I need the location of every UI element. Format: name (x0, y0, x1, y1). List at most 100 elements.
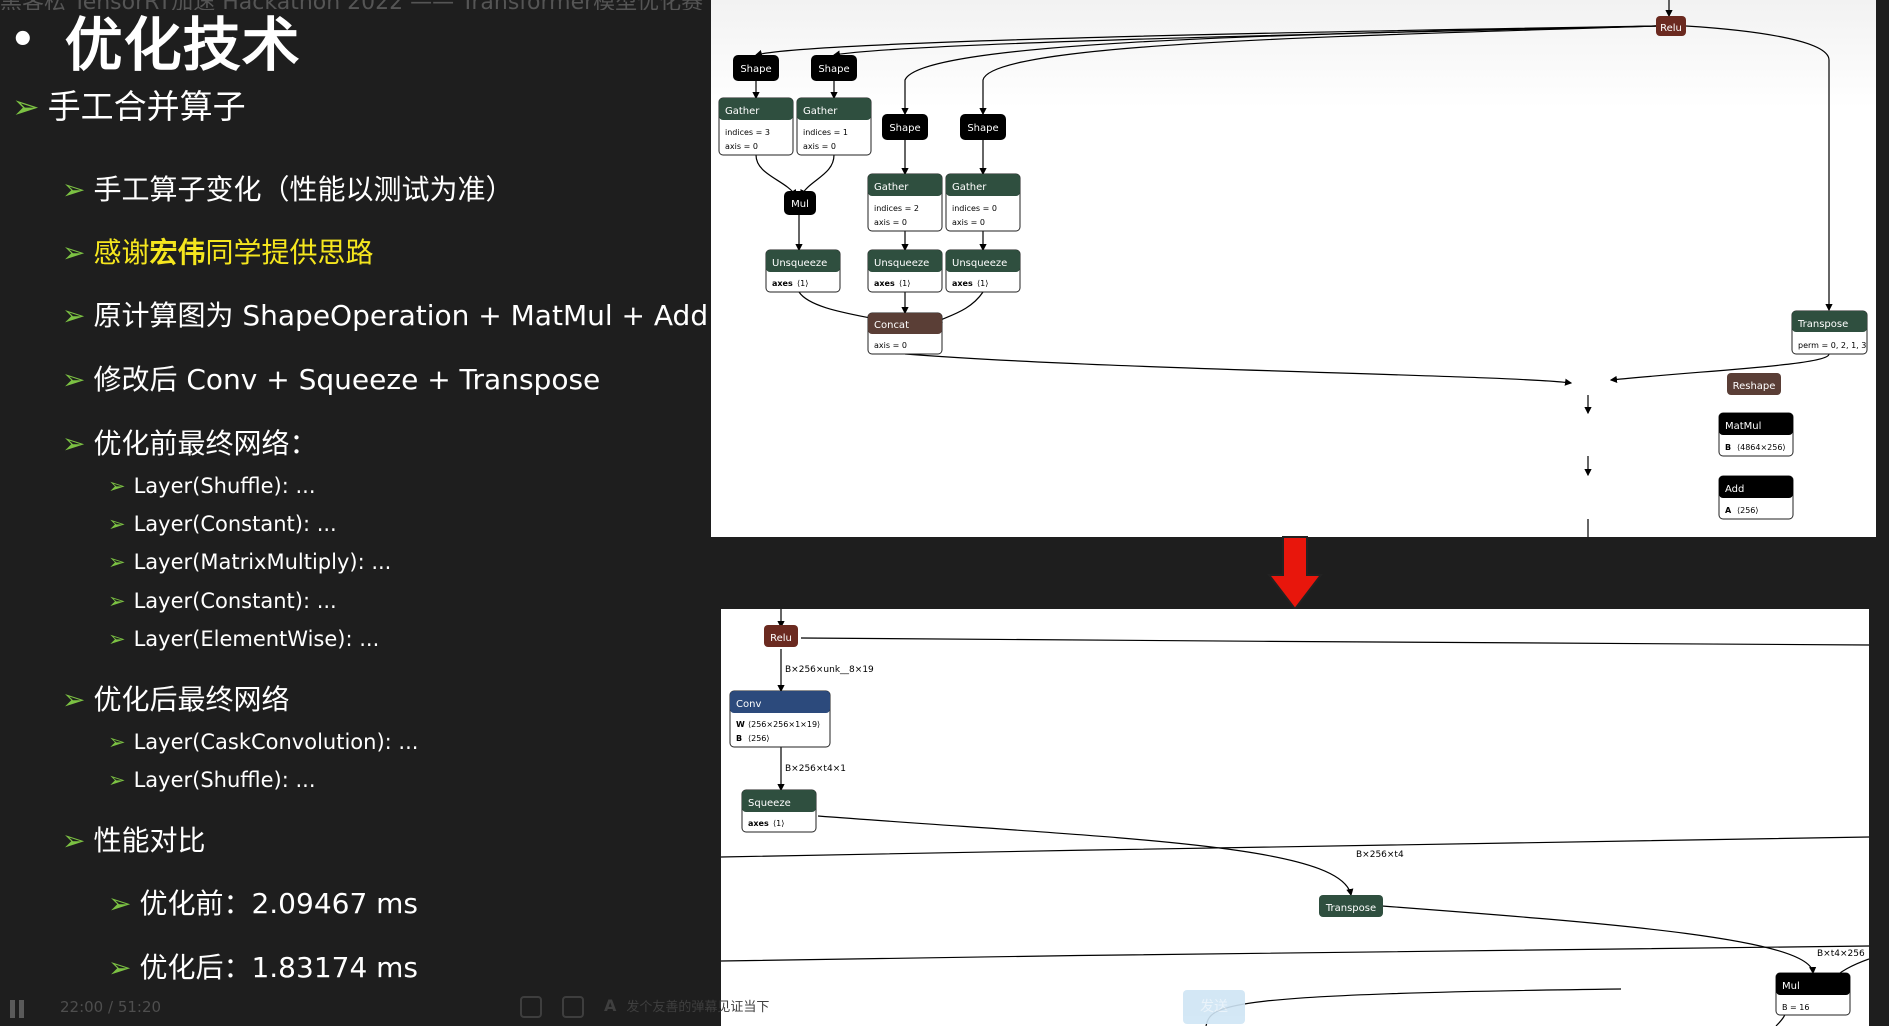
node-add: Add A ⟨256⟩ (1718, 475, 1794, 520)
svg-text:axes: axes (874, 279, 895, 288)
arrow-bullet-icon: ➢ (108, 589, 126, 613)
bullet-manual-fuse: ➢手工合并算子 (12, 87, 246, 126)
svg-text:Reshape: Reshape (1733, 381, 1776, 392)
node-mul: Mul B = 16 (1775, 972, 1851, 1016)
edge-label: B×256×t4×1 (785, 764, 846, 774)
title-text: 优化技术 (64, 11, 301, 79)
layer-item: ➢Layer(CaskConvolution): ... (108, 730, 419, 754)
svg-text:indices = 2: indices = 2 (874, 204, 919, 213)
svg-text:perm = 0, 2, 1, 3: perm = 0, 2, 1, 3 (1798, 341, 1866, 350)
svg-text:⟨1⟩: ⟨1⟩ (797, 279, 808, 288)
svg-text:⟨256⟩: ⟨256⟩ (748, 734, 770, 743)
svg-text:Mul: Mul (1782, 981, 1800, 992)
arrow-bullet-icon: ➢ (62, 173, 86, 206)
arrow-bullet-icon: ➢ (108, 730, 126, 754)
bullet-original-graph: ➢原计算图为 ShapeOperation + MatMul + Add (62, 299, 709, 332)
graph-after-screenshot: Relu B×256×unk__8×19 Conv W ⟨256×256×1×1… (721, 609, 1869, 1026)
svg-text:A: A (1725, 506, 1732, 515)
node-unsqueeze: Unsqueeze axes ⟨1⟩ (867, 249, 943, 293)
svg-text:Shape: Shape (740, 64, 771, 75)
pause-button[interactable] (10, 1000, 28, 1018)
svg-text:Shape: Shape (818, 64, 849, 75)
svg-text:axis = 0: axis = 0 (952, 218, 985, 227)
bullet-manual-change: ➢手工算子变化（性能以测试为准） (62, 173, 514, 206)
layer-item: ➢Layer(ElementWise): ... (108, 627, 380, 651)
svg-text:Gather: Gather (725, 106, 760, 117)
svg-text:indices = 3: indices = 3 (725, 128, 770, 137)
node-gather: Gather indices = 0 axis = 0 (945, 173, 1021, 232)
arrow-bullet-icon: ➢ (62, 363, 86, 396)
arrow-bullet-icon: ➢ (108, 474, 126, 498)
svg-text:Shape: Shape (967, 123, 998, 134)
danmaku-toggle-icon[interactable] (520, 996, 542, 1018)
node-concat: Concat axis = 0 (867, 312, 943, 355)
node-shape (882, 114, 928, 140)
arrow-bullet-icon: ➢ (62, 683, 86, 716)
graph-before-svg: Relu Shape Shape Shape Shape Gather indi… (718, 0, 1868, 537)
danmaku-settings-icon[interactable] (562, 996, 584, 1018)
arrow-bullet-icon: ➢ (108, 887, 132, 920)
node-relu (764, 625, 798, 647)
red-down-arrow-icon (1265, 535, 1325, 617)
node-transpose: Transpose perm = 0, 2, 1, 3 (1791, 310, 1868, 355)
font-style-icon[interactable]: A (604, 996, 617, 1015)
node-conv: Conv W ⟨256×256×1×19⟩ B ⟨256⟩ (729, 690, 831, 748)
svg-text:Unsqueeze: Unsqueeze (772, 258, 827, 269)
node-unsqueeze: Unsqueeze axes ⟨1⟩ (765, 249, 841, 293)
svg-text:indices = 1: indices = 1 (803, 128, 848, 137)
svg-text:axes: axes (772, 279, 793, 288)
svg-text:B: B (1725, 443, 1731, 452)
node-squeeze: Squeeze axes ⟨1⟩ (741, 789, 817, 833)
edge-label: B×256×t4 (1356, 850, 1404, 860)
perf-after: ➢优化后：1.83174 ms (108, 951, 419, 984)
node-transpose (1319, 895, 1383, 917)
svg-text:Conv: Conv (736, 699, 761, 710)
svg-text:indices = 0: indices = 0 (952, 204, 997, 213)
node-gather: Gather indices = 2 axis = 0 (867, 173, 943, 232)
svg-text:axes: axes (748, 819, 769, 828)
svg-text:axis = 0: axis = 0 (874, 218, 907, 227)
svg-text:Squeeze: Squeeze (748, 798, 791, 809)
node-matmul: MatMul B ⟨4864×256⟩ (1718, 412, 1794, 457)
svg-text:Gather: Gather (803, 106, 838, 117)
svg-text:B = 16: B = 16 (1782, 1003, 1809, 1012)
playback-time: 22:00 / 51:20 (60, 998, 162, 1016)
send-button[interactable]: 发送 (1183, 990, 1245, 1024)
layer-item: ➢Layer(Shuffle): ... (108, 474, 316, 498)
svg-text:⟨4864×256⟩: ⟨4864×256⟩ (1737, 443, 1786, 452)
node-shape (811, 55, 857, 81)
node-unsqueeze: Unsqueeze axes ⟨1⟩ (945, 249, 1021, 293)
arrow-bullet-icon: ➢ (62, 427, 86, 460)
svg-text:axis = 0: axis = 0 (874, 341, 907, 350)
arrow-bullet-icon: ➢ (108, 768, 126, 792)
svg-text:Add: Add (1725, 484, 1744, 495)
slide-title: •优化技术 (10, 0, 301, 82)
graph-before-screenshot: Relu Shape Shape Shape Shape Gather indi… (711, 0, 1876, 537)
node-shape (960, 114, 1006, 140)
svg-text:MatMul: MatMul (1725, 421, 1761, 432)
edge-label: B×t4×256 (1817, 949, 1865, 959)
arrow-bullet-icon: ➢ (108, 512, 126, 536)
layer-item: ➢Layer(Shuffle): ... (108, 768, 316, 792)
svg-text:Unsqueeze: Unsqueeze (952, 258, 1007, 269)
svg-text:axis = 0: axis = 0 (803, 142, 836, 151)
arrow-bullet-icon: ➢ (62, 299, 86, 332)
layer-item: ➢Layer(Constant): ... (108, 512, 337, 536)
bullet-perf: ➢性能对比 (62, 824, 206, 857)
svg-text:Transpose: Transpose (1325, 903, 1376, 914)
node-gather: Gather indices = 3 axis = 0 (718, 97, 794, 156)
edge-label: B×256×unk__8×19 (785, 665, 874, 675)
svg-text:Transpose: Transpose (1797, 319, 1848, 330)
svg-text:Mul: Mul (791, 199, 809, 210)
node-reshape (1727, 373, 1781, 395)
svg-text:W: W (736, 720, 745, 729)
node-relu (1656, 16, 1686, 36)
arrow-bullet-icon: ➢ (62, 824, 86, 857)
svg-text:Concat: Concat (874, 320, 909, 331)
svg-text:B: B (736, 734, 742, 743)
bullet-thanks: ➢感谢宏伟同学提供思路 (62, 236, 374, 269)
bullet-modified-graph: ➢修改后 Conv + Squeeze + Transpose (62, 363, 601, 396)
bullet-before-net: ➢优化前最终网络： (62, 427, 318, 460)
arrow-bullet-icon: ➢ (12, 87, 40, 126)
